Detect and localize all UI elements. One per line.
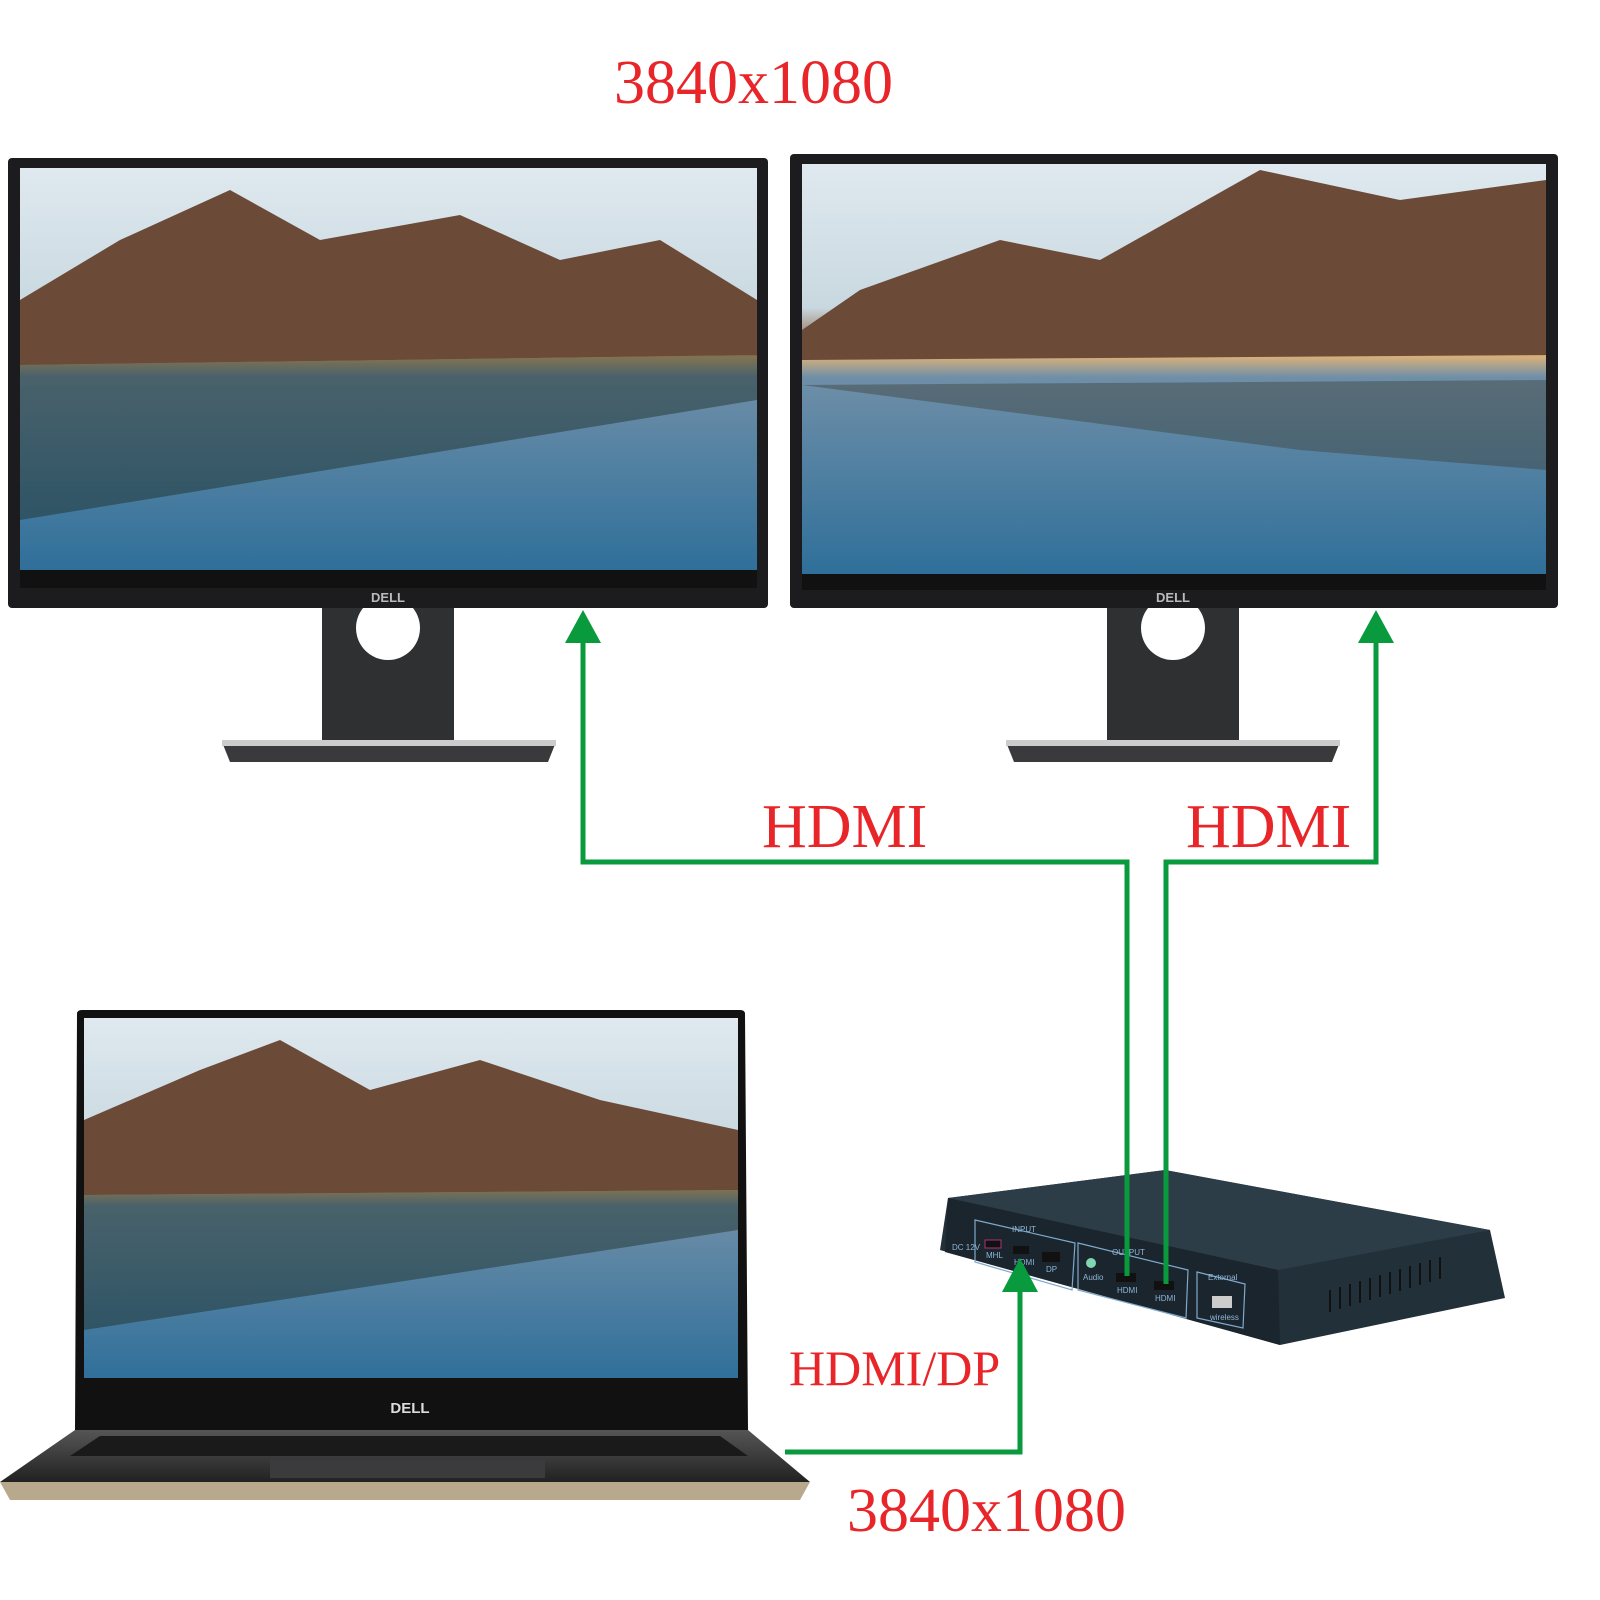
audio-label: Audio (1083, 1273, 1104, 1282)
arrow-up-icon (565, 610, 601, 643)
brand-logo: DELL (371, 590, 405, 605)
splitter-device: DC 12V INPUT MHL HDMI DP OUTPUT Audio HD… (940, 1170, 1505, 1345)
arrow-up-icon (1358, 610, 1394, 643)
left-monitor: DELL (8, 158, 768, 762)
left-cable-label: HDMI (762, 793, 928, 861)
bottom-resolution-label: 3840x1080 (847, 1477, 1126, 1545)
external-group-label: External (1208, 1273, 1238, 1282)
port-label: DP (1046, 1265, 1057, 1274)
arrow-up-icon (1002, 1258, 1038, 1292)
right-monitor: DELL (790, 154, 1558, 762)
input-cable-label: HDMI/DP (789, 1340, 1001, 1396)
brand-logo: DELL (1156, 590, 1190, 605)
power-label: DC 12V (952, 1243, 981, 1252)
port-label: MHL (986, 1251, 1003, 1260)
right-cable-label: HDMI (1186, 793, 1352, 861)
cable-input (785, 1290, 1023, 1455)
laptop: DELL (0, 1010, 810, 1500)
port-label: HDMI (1014, 1258, 1034, 1267)
cable-left-hdmi (580, 638, 1130, 1276)
top-resolution-label: 3840x1080 (614, 49, 893, 117)
port-label: wireless (1209, 1313, 1239, 1322)
port-label: HDMI (1155, 1294, 1175, 1303)
cable-right-hdmi (1163, 638, 1379, 1284)
svg-text:DELL: DELL (390, 1400, 429, 1417)
port-label: HDMI (1117, 1286, 1137, 1295)
cables (580, 638, 1379, 1455)
input-group-label: INPUT (1012, 1225, 1036, 1234)
